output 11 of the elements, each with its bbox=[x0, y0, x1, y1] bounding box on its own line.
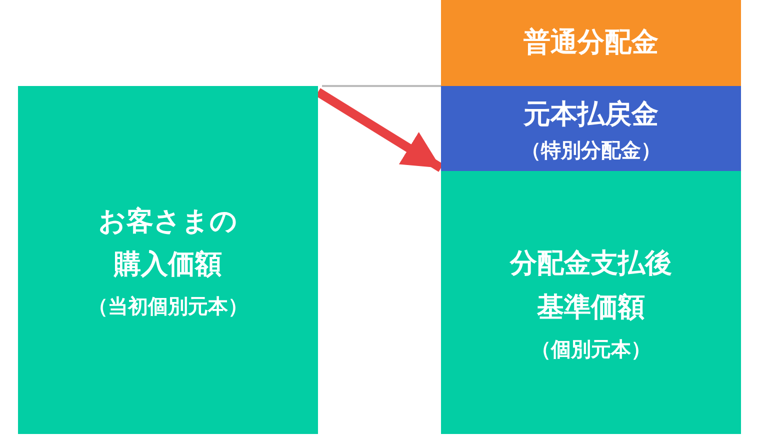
base-price-box bbox=[441, 171, 741, 434]
box-subtitle: （特別分配金） bbox=[520, 137, 662, 164]
box-subtitle: （当初個別元本） bbox=[87, 293, 249, 320]
box-title: 普通分配金 bbox=[522, 26, 660, 60]
box-title: お客さまの購入価額 bbox=[98, 204, 238, 282]
purchase-price-box bbox=[18, 86, 318, 434]
ordinary-distribution-box bbox=[441, 0, 741, 86]
box-subtitle: （個別元本） bbox=[530, 336, 652, 363]
principal-refund-box bbox=[441, 86, 741, 171]
box-title: 元本払戻金 bbox=[522, 98, 660, 132]
box-title: 分配金支払後基準価額 bbox=[508, 247, 673, 324]
